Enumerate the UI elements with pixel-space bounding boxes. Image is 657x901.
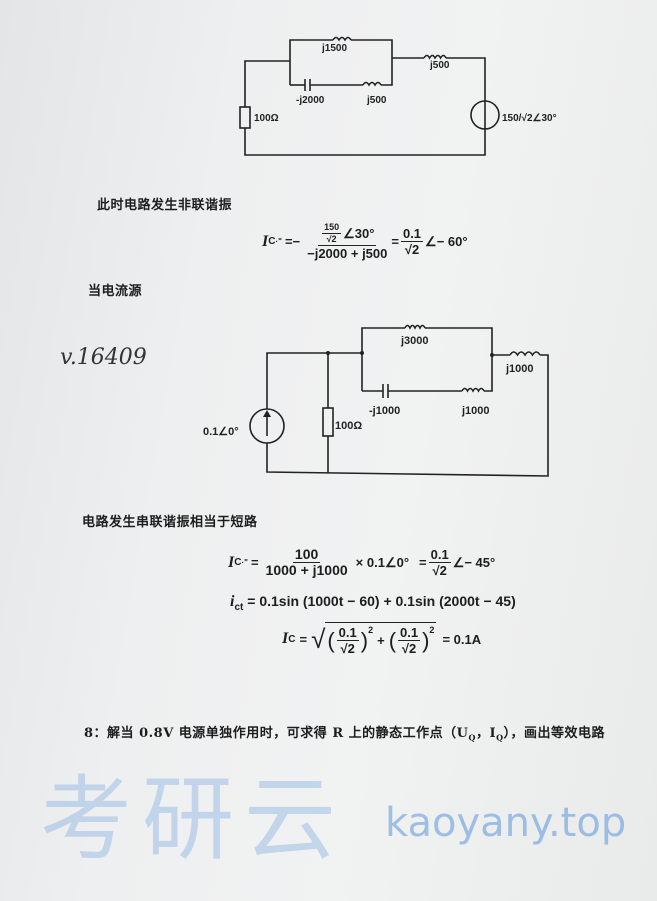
c2-l-series-label: j1000 (505, 363, 534, 375)
eq1-lhs: I (262, 232, 269, 250)
eq4-sub: C (288, 633, 296, 645)
eq1-num-angle: ∠30° (343, 226, 375, 241)
eq2-mult: × 0.1∠0° (355, 554, 410, 570)
eq1-num-den: √2 (326, 234, 337, 244)
eq4-den-1: √2 (340, 641, 355, 656)
eq1-num-top: 150 (322, 222, 342, 234)
eq3-rhs: = 0.1sin (1000t − 60) + 0.1sin (2000t − … (247, 593, 516, 609)
c2-c-label: -j1000 (369, 405, 400, 417)
eq4-result: = 0.1A (442, 631, 482, 647)
c2-resistor-label: 100Ω (335, 420, 362, 432)
eq2-den: 1000 + j1000 (265, 562, 348, 578)
equation-3: ict = 0.1sin (1000t − 60) + 0.1sin (2000… (230, 593, 516, 613)
c1-l-top-label: j1500 (321, 43, 347, 54)
eq2-sub: C (234, 557, 242, 568)
circuit-diagram-2: 0.1∠0° 100Ω j3000 -j1000 j1000 j1000 (203, 324, 549, 477)
c1-l-series-label: j500 (429, 60, 450, 71)
eq3-sub: ct (234, 601, 244, 613)
eq4-exp-1: 2 (368, 625, 374, 635)
eq1-r-den: √2 (404, 242, 420, 257)
eq2-eq: = (250, 555, 259, 570)
eq4-lhs: I (282, 630, 289, 647)
text-series-resonance: 电路发生串联谐振相当于短路 (82, 515, 258, 530)
c1-c-label: -j2000 (296, 95, 325, 106)
c1-l-bottom-label: j500 (366, 95, 387, 106)
problem-8-mid: ，I (475, 726, 497, 741)
eq1-r-angle: ∠− 60° (425, 233, 468, 249)
eq1-sup: ·" (275, 237, 282, 246)
eq1-sub: C (268, 236, 276, 247)
eq1-eq: =− (284, 234, 301, 249)
eq4-num-1: 0.1 (336, 625, 359, 641)
watermark-url: kaoyany.top (385, 800, 627, 846)
eq2-r-num: 0.1 (428, 547, 451, 563)
eq1-r-num: 0.1 (400, 226, 424, 242)
c2-l-top-label: j3000 (400, 335, 429, 347)
eq2-r-angle: ∠− 45° (452, 554, 496, 570)
eq3-lhs: i (230, 593, 235, 610)
problem-8-text: 8：解当 0.8V 电源单独作用时，可求得 R 上的静态工作点（U (84, 726, 469, 741)
eq2-sup: ·" (241, 558, 248, 567)
eq2-num: 100 (292, 546, 321, 563)
eq4-plus: + (377, 633, 385, 648)
c2-source-label: 0.1∠0° (203, 426, 239, 438)
eq2-result-fraction: 0.1√2 (428, 547, 451, 578)
problem-8-sub-2: Q (496, 732, 504, 743)
eq4-eq: = (299, 631, 308, 647)
text-parallel-resonance: 此时电路发生非联谐振 (97, 198, 233, 213)
handwritten-annotation: v.16409 (60, 345, 147, 370)
eq4-den-2: √2 (401, 641, 417, 656)
watermark-chinese: 考研云 (40, 766, 347, 873)
eq2-r-den: √2 (432, 563, 447, 578)
c2-l-bottom-label: j1000 (461, 405, 490, 417)
eq1-den: −j2000 + j500 (307, 246, 388, 261)
circuit-diagram-1: j1500 -j2000 j500 j500 100Ω 150/√2∠30° (239, 36, 557, 156)
eq1-fraction: 150√2 ∠30° −j2000 + j500 (305, 222, 389, 261)
eq2-lhs: I (228, 553, 235, 571)
c1-source-label: 150/√2∠30° (502, 113, 557, 124)
eq2-eq2: = (419, 555, 427, 570)
eq4-exp-2: 2 (429, 625, 435, 635)
problem-8-sub-1: Q (468, 732, 476, 743)
arrow-icon (263, 410, 271, 417)
problem-8-end: ），画出等效电路 (503, 726, 606, 741)
text-current-source: 当电流源 (88, 284, 143, 299)
eq4-num-2: 0.1 (398, 625, 421, 641)
eq1-result-fraction: 0.1√2 (400, 226, 424, 257)
text-problem-8: 8：解当 0.8V 电源单独作用时，可求得 R 上的静态工作点（UQ，IQ），画… (84, 722, 605, 743)
eq1-eq2: = (391, 234, 399, 249)
c1-resistor-label: 100Ω (254, 113, 279, 124)
